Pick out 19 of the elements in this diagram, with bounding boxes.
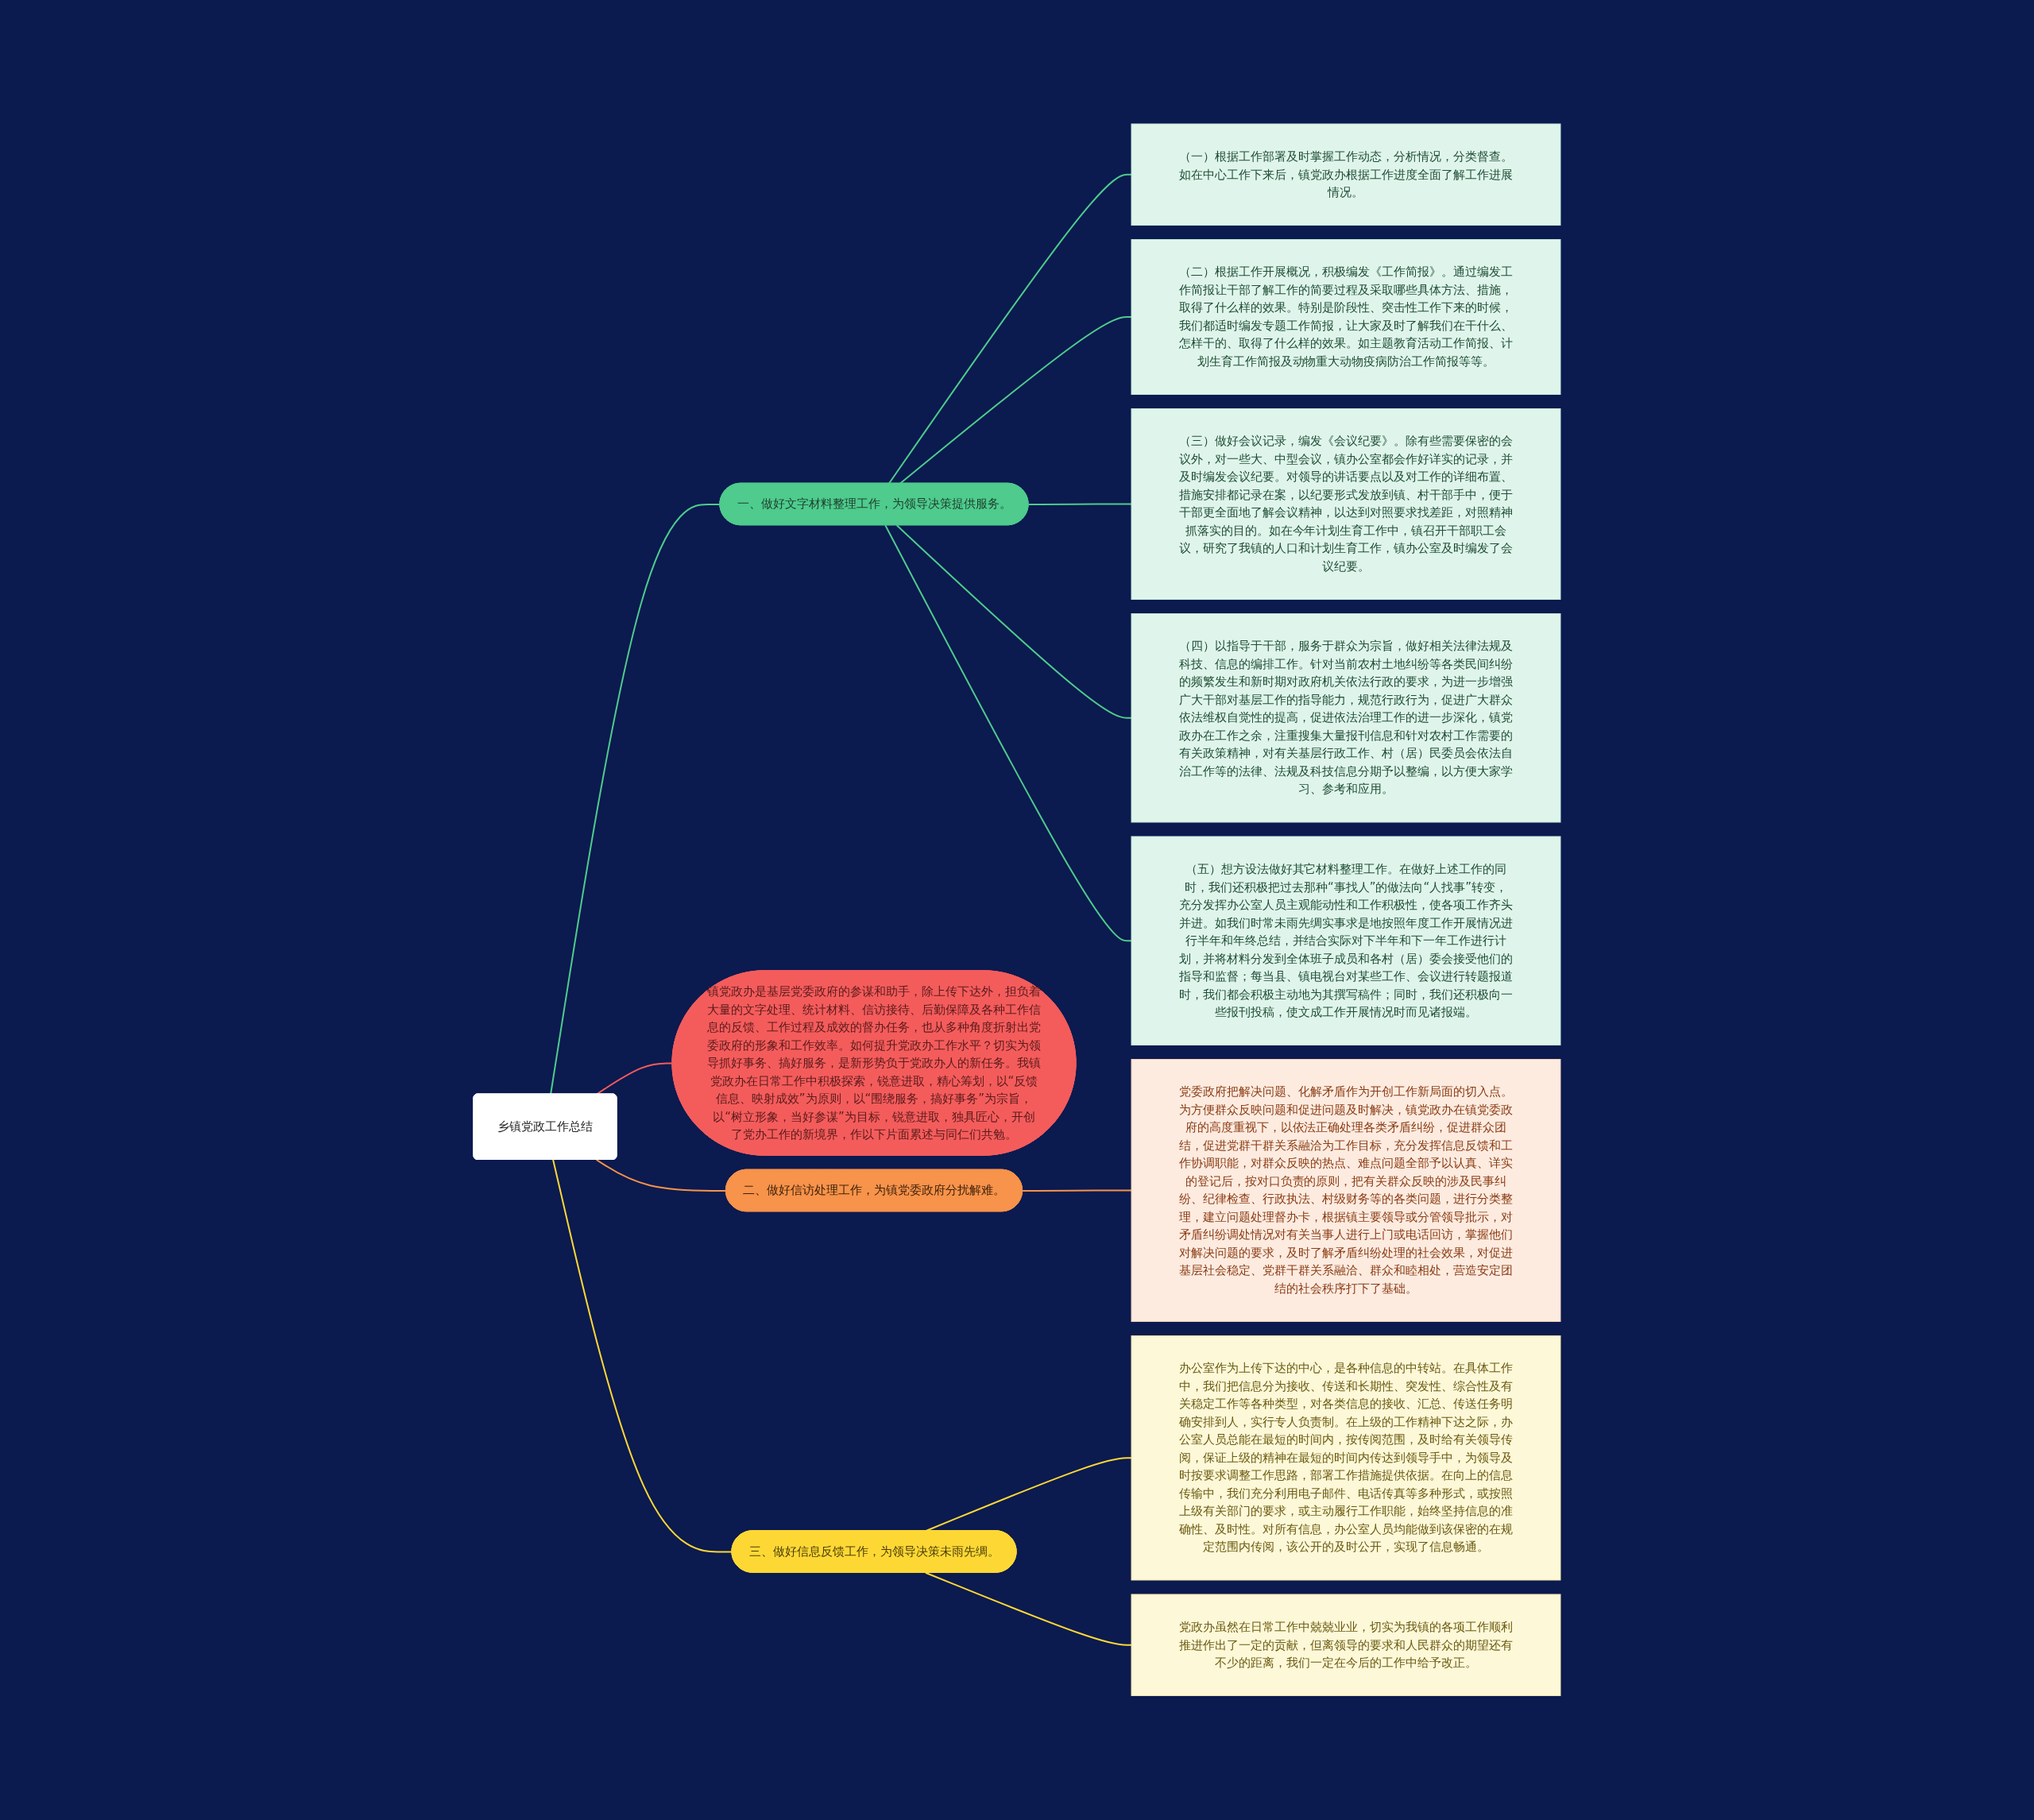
node-box: 党政办虽然在日常工作中兢兢业业，切实为我镇的各项工作顺利推进作出了一定的贡献，但离领导的要求和人民群众的期望还有不少的距离，我们一定在今后的工作中给予改正。 bbox=[1131, 1594, 1561, 1697]
connector bbox=[887, 174, 1132, 485]
node-box: （二）根据工作开展概况，积极编发《工作简报》。通过编发工作简报让干部了解工作的简要过程及采取哪些具体方法、措施，取得了什么样的效果。特别是阶段性、突击性工作下来的时候，我们都适时编发专题工作简报，让大家及时了解我们在干什么、怎样干的、取得了什么样的效果。如主题教育活动工作简报、计划生育工作简报及动物重大动物疫病防治工作简报等等。 bbox=[1131, 239, 1561, 396]
node-box: （三）做好会议记录，编发《会议纪要》。除有些需要保密的会议外，对一些大、中型会议，镇办公室都会作好详实的记录，并及时编发会议纪要。对领导的讲话要点以及对工作的详细布置、措施安排都记录在案，以纪要形式发放到镇、村干部手中，便于干部更全面地了解会议精神，以达到对照要求找差距，对照精神抓落实的目的。如在今年计划生育工作中，镇召开干部职工会议，研究了我镇的人口和计划生育工作，镇办公室及时编发了会议纪要。 bbox=[1131, 408, 1561, 601]
node-box: 党委政府把解决问题、化解矛盾作为开创工作新局面的切入点。为方便群众反映问题和促进问题及时解决，镇党政办在镇党委政府的高度重视下，以依法正确处理各类矛盾纠纷，促进群众团结，促进党群干群关系融洽为工作目标，充分发挥信息反馈和工作协调职能，对群众反映的热点、难点问题全部予以认真、详实的登记后，按对口负责的原则，把有关群众反映的涉及民事纠纷、纪律检查、行政执法、村级财务等的各类问题，进行分类整理，建立问题处理督办卡，根据镇主要领导或分管领导批示，对矛盾纠纷调处情况对有关当事人进行上门或电话回访，掌握他们对解决问题的要求，及时了解矛盾纠纷处理的社会效果，对促进基层社会稳定、党群干群关系融洽、群众和睦相处，营造安定团结的社会秩序打下了基础。 bbox=[1131, 1059, 1561, 1323]
connector bbox=[1022, 1189, 1132, 1192]
connector bbox=[595, 1062, 674, 1095]
connector bbox=[884, 524, 1132, 942]
connector bbox=[552, 1159, 733, 1553]
connector bbox=[550, 504, 721, 1095]
node-box: （一）根据工作部署及时掌握工作动态，分析情况，分类督查。如在中心工作下来后，镇党政办根据工作进度全面了解工作进展情况。 bbox=[1131, 123, 1561, 226]
connector bbox=[924, 1572, 1132, 1646]
node-box: （五）想方设法做好其它材料整理工作。在做好上述工作的同时，我们还积极把过去那种“事找人”的做法向“人找事”转变，充分发挥办公室人员主观能动性和工作积极性，使各项工作齐头并进。如我们时常未雨先绸实事求是地按照年度工作开展情况进行半年和年终总结，并结合实际对下半年和下一年工作进行计划，并将材料分发到全体班子成员和各村（居）委会接受他们的指导和监督；每当县、镇电视台对某些工作、会议进行转题报道时，我们都会积极主动地为其撰写稿件；同时，我们还积极向一些报刊投稿，使文成工作开展情况时而见诸报端。 bbox=[1131, 836, 1561, 1046]
connector bbox=[899, 316, 1132, 485]
connector bbox=[1027, 503, 1132, 506]
node-box: 办公室作为上传下达的中心，是各种信息的中转站。在具体工作中，我们把信息分为接收、传送和长期性、突发性、综合性及有关稳定工作等各种类型，对各类信息的接收、汇总、传送任务明确安排到人，实行专人负责制。在上级的工作精神下达之际，办公室人员总能在最短的时间内，按传阅范围，及时给有关领导传阅，保证上级的精神在最短的时间内传达到领导手中，为领导及时按要求调整工作思路，部署工作措施提供依据。在向上的信息传输中，我们充分利用电子邮件、电话传真等多种形式，或按照上级有关部门的要求，或主动履行工作职能，始终坚持信息的准确性、及时性。对所有信息，办公室人员均能做到该保密的在规定范围内传阅，该公开的及时公开，实现了信息畅通。 bbox=[1131, 1335, 1561, 1581]
connector bbox=[595, 1159, 727, 1192]
connector bbox=[895, 524, 1132, 719]
node-box: （四）以指导于干部，服务于群众为宗旨，做好相关法律法规及科技、信息的编排工作。针对当前农村土地纠纷等各类民间纠纷的频繁发生和新时期对政府机关依法行政的要求，为进一步增强广大干部对基层工作的指导能力，规范行政行为，促进广大群众依法维权自觉性的提高，促进依法治理工作的进一步深化，镇党政办在工作之余，注重搜集大量报刊信息和针对农村工作需要的有关政策精神，对有关基层行政工作、村（居）民委员会依法自治工作等的法律、法规及科技信息分期予以整编，以方便大家学习、参考和应用。 bbox=[1131, 613, 1561, 823]
